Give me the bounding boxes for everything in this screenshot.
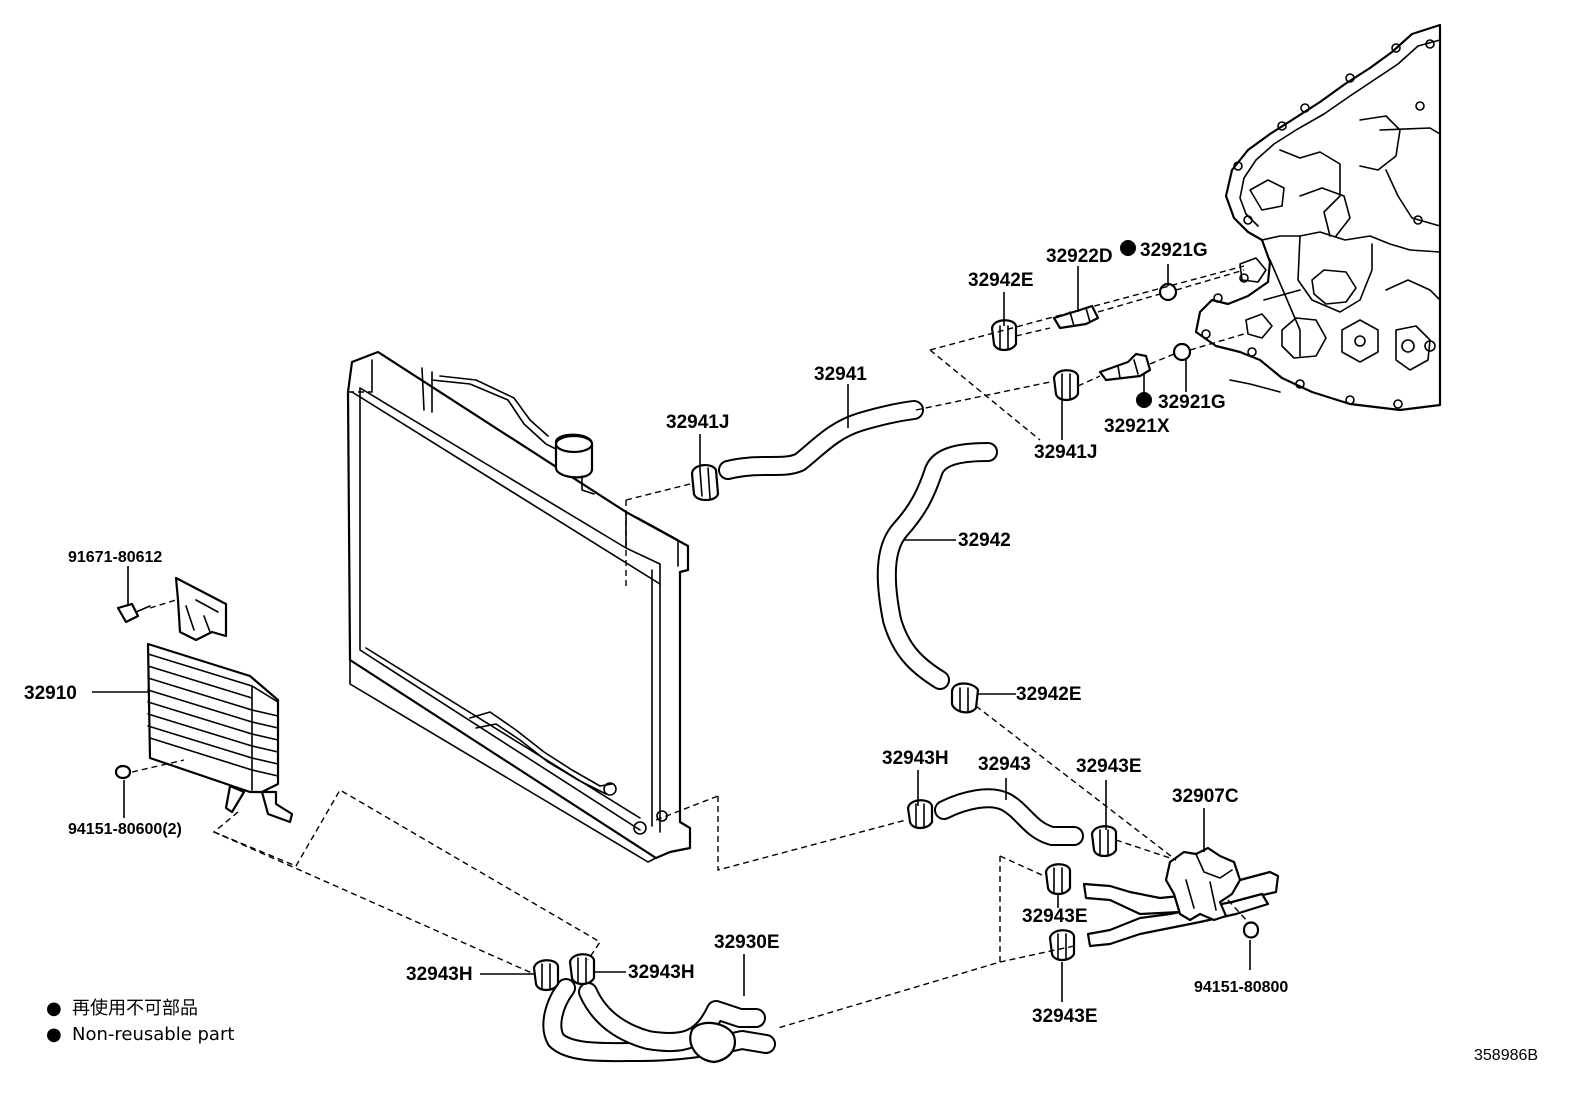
clamp-32943H-left (906, 799, 934, 830)
transmission-case (1194, 23, 1442, 412)
callout-32943H-left: 32943H (882, 748, 949, 769)
callout-32907C: 32907C (1172, 786, 1239, 807)
callout-labels: 91671-80612 32910 94151-80600(2) 32941J … (24, 240, 1288, 1027)
callout-32922D: 32922D (1046, 246, 1113, 267)
callout-32942E-lower: 32942E (1016, 684, 1082, 705)
callout-32942E-upper: 32942E (968, 270, 1034, 291)
clamp-32941J-upper (1052, 369, 1080, 402)
callout-32943E-lower: 32943E (1032, 1006, 1098, 1027)
callout-32921G-lower: 32921G (1158, 392, 1226, 413)
hose-32942 (876, 442, 998, 690)
callout-32921G-upper: 32921G (1140, 240, 1208, 261)
non-reusable-dot (1136, 392, 1152, 408)
clamp-32942E-upper (990, 319, 1018, 352)
gasket-32921G-b (1172, 342, 1192, 362)
callout-32921X: 32921X (1104, 416, 1170, 437)
diagram-code: 358986B (1474, 1047, 1538, 1064)
clamp-32943E-upper (1090, 825, 1118, 858)
callout-94151-80800: 94151-80800 (1194, 979, 1288, 996)
bolt-91671-80612 (116, 602, 151, 624)
legend: ● 再使用不可部品 ● Non-reusable part (46, 998, 234, 1045)
nut-94151-80600 (114, 764, 132, 780)
hose-32930E (542, 978, 776, 1064)
tube-assembly-32907C (1082, 846, 1280, 948)
clamp-32943H-bottom-b (568, 953, 596, 986)
radiator (346, 350, 692, 863)
callout-32941J-upper: 32941J (1034, 442, 1097, 463)
connection-lines (131, 265, 1249, 1029)
callout-32943E-upper: 32943E (1076, 756, 1142, 777)
oil-cooler-32910 (146, 576, 294, 824)
callout-91671-80612: 91671-80612 (68, 549, 162, 566)
hose-32943 (934, 788, 1084, 846)
leader-lines (92, 264, 1251, 1002)
callout-32943H-bottom-right: 32943H (628, 962, 695, 983)
callout-32941: 32941 (814, 364, 867, 385)
callout-32941J-radiator: 32941J (666, 412, 729, 433)
callout-32943: 32943 (978, 754, 1031, 775)
union-32921X (1098, 352, 1152, 382)
legend-text-english: Non-reusable part (72, 1024, 234, 1045)
callout-94151-80600: 94151-80600(2) (68, 821, 182, 838)
legend-symbol: ● (46, 1024, 62, 1045)
gasket-32921G-a (1158, 282, 1178, 302)
union-32922D (1052, 304, 1100, 330)
clamp-32942E-lower (950, 682, 980, 714)
callout-32910: 32910 (24, 683, 77, 704)
legend-symbol: ● (46, 998, 62, 1019)
legend-text-japanese: 再使用不可部品 (72, 998, 198, 1019)
callout-32943E-mid: 32943E (1022, 906, 1088, 927)
clamp-32941J-radiator (690, 464, 720, 502)
clamp-32943H-bottom-a (532, 959, 560, 992)
non-reusable-dot (1120, 240, 1136, 256)
callout-32942: 32942 (958, 530, 1011, 551)
hose-32941 (718, 400, 924, 480)
callout-32943H-bottom-left: 32943H (406, 964, 473, 985)
clamp-32943E-lower (1048, 929, 1076, 962)
clamp-32943E-mid (1044, 863, 1072, 896)
callout-32930E: 32930E (714, 932, 780, 953)
nut-94151-80800 (1242, 921, 1260, 939)
